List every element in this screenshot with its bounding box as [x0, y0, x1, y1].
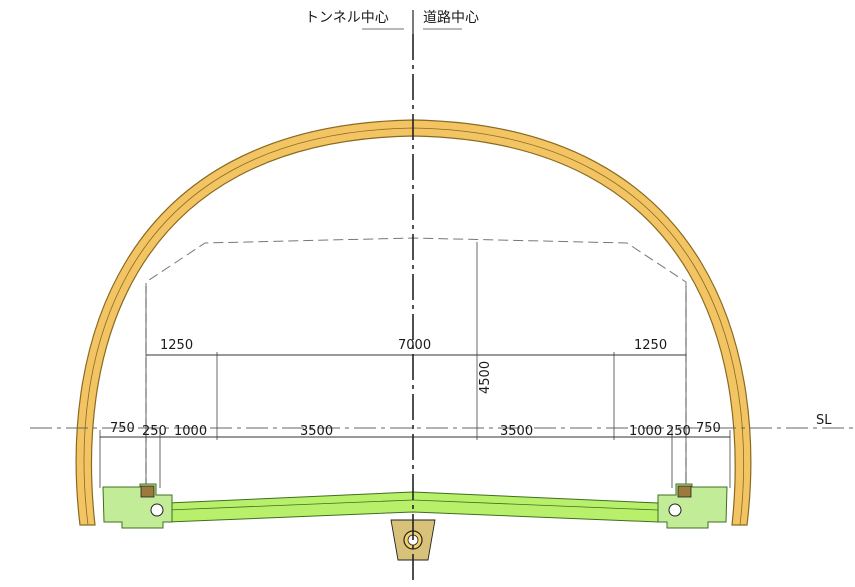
- dim-right-lane: 3500: [500, 424, 533, 439]
- lining-inner-line: [83, 127, 744, 526]
- right-drain-pipe: [668, 503, 682, 517]
- dim-right-walkway: 750: [696, 421, 721, 436]
- clearance-envelope: [145, 237, 687, 488]
- dim-left-lane: 3500: [300, 424, 333, 439]
- tunnel-lining: [75, 119, 752, 526]
- dim-left-curb: 250: [142, 424, 167, 439]
- left-curb-block: [102, 483, 173, 529]
- right-curb-stone: [677, 485, 692, 498]
- left-drain-pipe: [150, 503, 164, 517]
- dim-left-margin: 1000: [174, 424, 207, 439]
- springline-label: SL: [816, 413, 832, 428]
- dim-total-width: 7000: [398, 338, 431, 353]
- left-curb-stone: [140, 485, 155, 498]
- right-curb-block: [657, 483, 728, 529]
- tunnel-center-label: トンネル中心: [305, 10, 389, 26]
- dim-left-walkway: 750: [110, 421, 135, 436]
- road-center-label: 道路中心: [423, 10, 479, 26]
- dim-clearance-height: 4500: [478, 361, 493, 394]
- dim-right-curb: 250: [666, 424, 691, 439]
- dim-left-shoulder: 1250: [160, 338, 193, 353]
- dim-right-shoulder: 1250: [634, 338, 667, 353]
- dim-right-margin: 1000: [629, 424, 662, 439]
